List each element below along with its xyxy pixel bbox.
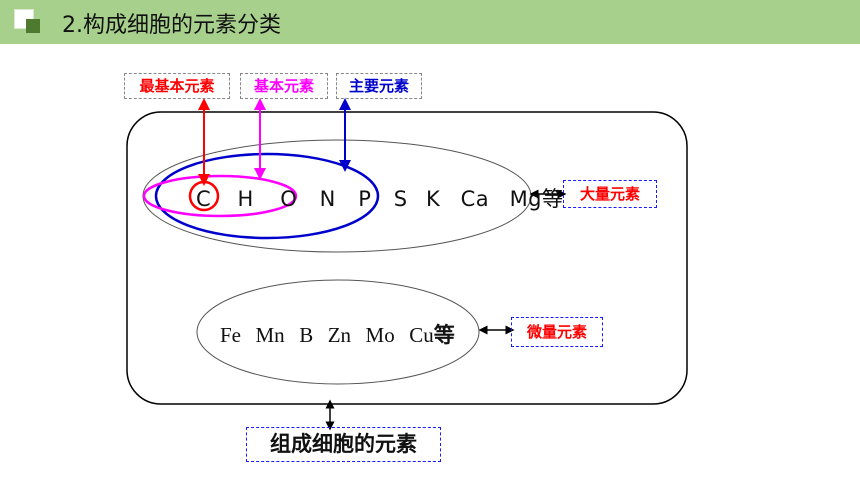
square-icon-accent	[26, 19, 40, 33]
micro-elements-row: Fe Mn B Zn Mo Cu等	[220, 319, 455, 349]
basic-elements-ellipse	[142, 174, 298, 218]
element-b: B	[299, 323, 314, 347]
label-micro-text: 微量元素	[526, 323, 587, 341]
label-cell-elements-text: 组成细胞的元素	[270, 432, 417, 456]
label-basic-text: 基本元素	[253, 77, 314, 95]
label-most-basic: 最基本元素	[124, 73, 230, 99]
cell-elements-container	[126, 111, 688, 405]
label-macro-text: 大量元素	[579, 185, 640, 203]
header-bar	[0, 0, 860, 44]
page-title: 2.构成细胞的元素分类	[62, 13, 281, 38]
element-mg: Mg	[509, 187, 543, 211]
element-zn: Zn	[327, 323, 352, 347]
label-macro: 大量元素	[563, 180, 657, 208]
element-o: O	[280, 187, 298, 211]
element-mn: Mn	[255, 323, 285, 347]
label-main-text: 主要元素	[348, 77, 409, 95]
label-micro: 微量元素	[511, 317, 603, 347]
label-basic: 基本元素	[240, 73, 328, 99]
label-most-basic-text: 最基本元素	[139, 77, 215, 95]
macro-suffix: 等	[542, 187, 564, 211]
element-h: H	[237, 187, 254, 211]
main-elements-ellipse	[154, 152, 380, 240]
element-c: C	[196, 187, 212, 211]
element-fe: Fe	[220, 323, 241, 347]
element-cu: Cu	[409, 323, 434, 347]
label-cell-elements: 组成细胞的元素	[246, 427, 441, 462]
element-mo: Mo	[365, 323, 395, 347]
micro-suffix: 等	[433, 323, 455, 347]
macro-elements-row: C H O N P S K Ca Mg等	[196, 183, 564, 213]
label-main: 主要元素	[336, 73, 422, 99]
element-k: K	[425, 187, 441, 211]
element-n: N	[319, 187, 336, 211]
element-ca: Ca	[460, 187, 490, 211]
element-p: P	[358, 187, 372, 211]
element-s: S	[393, 187, 408, 211]
